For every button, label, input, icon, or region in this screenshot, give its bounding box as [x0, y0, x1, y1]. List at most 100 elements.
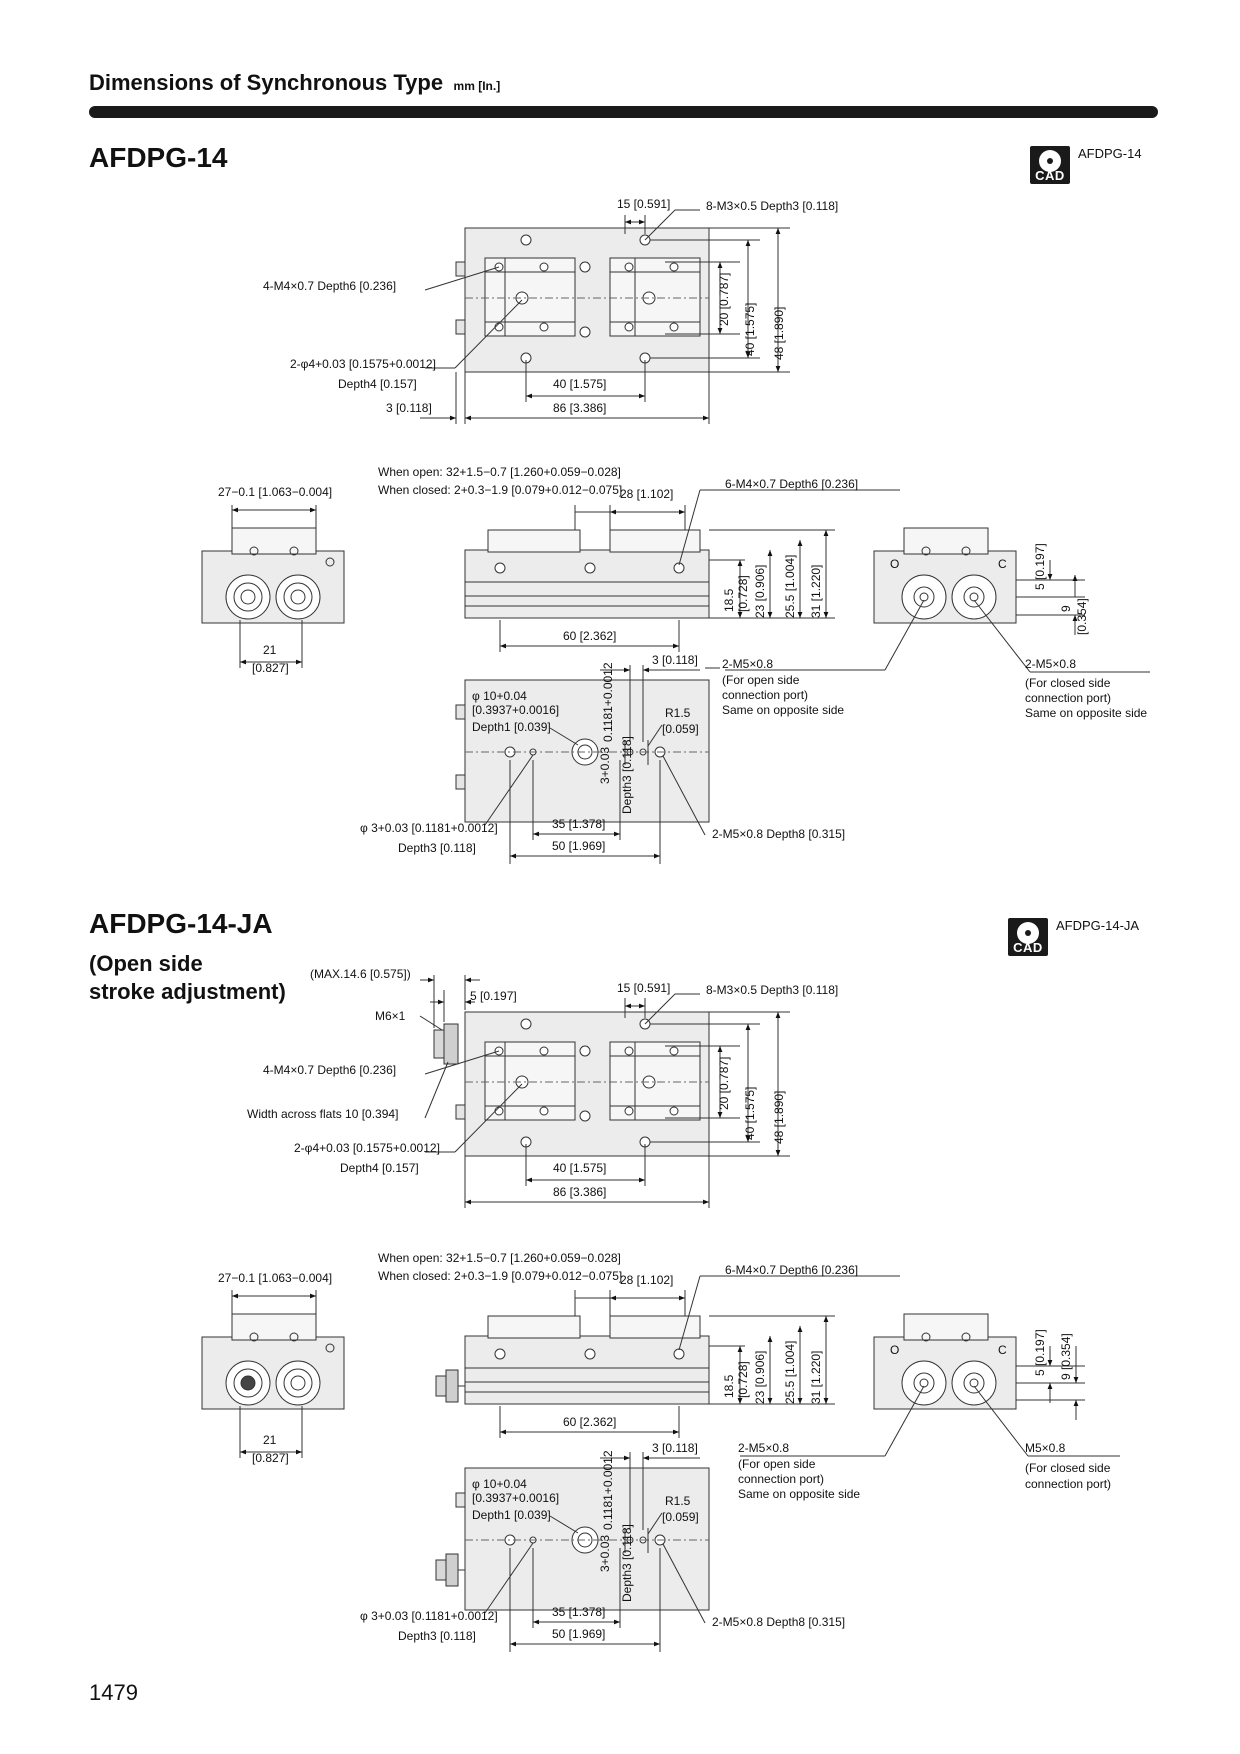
svg-text:Depth1 [0.039]: Depth1 [0.039]: [472, 1508, 551, 1522]
svg-text:φ 10+0.04: φ 10+0.04: [472, 689, 527, 703]
svg-text:0.1181+0.0012: 0.1181+0.0012: [601, 662, 615, 742]
svg-text:Width across flats 10 [0.394]: Width across flats 10 [0.394]: [247, 1107, 398, 1121]
svg-text:2-M5×0.8: 2-M5×0.8: [1025, 657, 1076, 671]
svg-text:25.5 [1.004]: 25.5 [1.004]: [783, 1341, 797, 1404]
left-view-1: [201, 505, 345, 668]
svg-text:4-M4×0.7 Depth6 [0.236]: 4-M4×0.7 Depth6 [0.236]: [263, 279, 396, 293]
cad-icon: CAD: [1030, 146, 1070, 184]
svg-text:O: O: [890, 1343, 899, 1357]
svg-text:40 [1.575]: 40 [1.575]: [553, 1161, 606, 1175]
svg-text:Same on opposite side: Same on opposite side: [722, 703, 844, 717]
svg-text:18.5: 18.5: [722, 588, 736, 612]
svg-text:2-φ4+0.03 [0.1575+0.0012]: 2-φ4+0.03 [0.1575+0.0012]: [290, 357, 436, 371]
front-view-1-labels: When open: 32+1.5−0.7 [1.260+0.059−0.028…: [378, 465, 858, 643]
svg-text:9 [0.354]: 9 [0.354]: [1059, 1333, 1073, 1380]
svg-text:connection port): connection port): [1025, 691, 1111, 705]
svg-text:connection port): connection port): [1025, 1477, 1111, 1491]
svg-text:28 [1.102]: 28 [1.102]: [620, 487, 673, 501]
svg-text:4-M4×0.7 Depth6 [0.236]: 4-M4×0.7 Depth6 [0.236]: [263, 1063, 396, 1077]
svg-text:27−0.1 [1.063−0.004]: 27−0.1 [1.063−0.004]: [218, 485, 332, 499]
svg-text:C: C: [998, 1343, 1007, 1357]
svg-text:R1.5: R1.5: [665, 706, 691, 720]
svg-text:R1.5: R1.5: [665, 1494, 691, 1508]
svg-text:M5×0.8: M5×0.8: [1025, 1441, 1066, 1455]
svg-text:15 [0.591]: 15 [0.591]: [617, 981, 670, 995]
svg-text:40 [1.575]: 40 [1.575]: [743, 1087, 757, 1140]
page-header: Dimensions of Synchronous Type mm [In.]: [89, 70, 500, 96]
cad-label-2: AFDPG-14-JA: [1056, 918, 1140, 933]
svg-text:Same on opposite side: Same on opposite side: [738, 1487, 860, 1501]
svg-text:3 [0.118]: 3 [0.118]: [386, 401, 432, 415]
section-title-1: AFDPG-14: [89, 142, 228, 173]
bottom-view-2: [435, 1452, 710, 1652]
header-rule: [89, 106, 1158, 118]
svg-text:40 [1.575]: 40 [1.575]: [553, 377, 606, 391]
svg-text:Depth3 [0.118]: Depth3 [0.118]: [398, 841, 476, 855]
page-number: 1479: [89, 1680, 138, 1705]
svg-text:[0.728]: [0.728]: [736, 575, 750, 612]
svg-text:27−0.1 [1.063−0.004]: 27−0.1 [1.063−0.004]: [218, 1271, 332, 1285]
svg-text:[0.3937+0.0016]: [0.3937+0.0016]: [472, 703, 559, 717]
top-view-1-labels: 15 [0.591] 8-M3×0.5 Depth3 [0.118] 4-M4×…: [263, 197, 838, 415]
svg-text:2-φ4+0.03 [0.1575+0.0012]: 2-φ4+0.03 [0.1575+0.0012]: [294, 1141, 440, 1155]
svg-text:[0.827]: [0.827]: [252, 661, 289, 675]
bottom-view-2-labels: 3 [0.118] φ 10+0.04 [0.3937+0.0016] Dept…: [360, 1441, 860, 1643]
svg-text:(For open side: (For open side: [738, 1457, 816, 1471]
svg-text:8-M3×0.5 Depth3 [0.118]: 8-M3×0.5 Depth3 [0.118]: [706, 983, 838, 997]
svg-text:connection port): connection port): [722, 688, 808, 702]
left-view-1-labels: 27−0.1 [1.063−0.004] 21 [0.827]: [218, 485, 332, 675]
cad-icon: CAD: [1008, 918, 1048, 956]
svg-text:31 [1.220]: 31 [1.220]: [809, 1351, 823, 1404]
svg-text:When open: 32+1.5−0.7 [1.260+0: When open: 32+1.5−0.7 [1.260+0.059−0.028…: [378, 465, 621, 479]
svg-text:M6×1: M6×1: [375, 1009, 406, 1023]
svg-text:48 [1.890]: 48 [1.890]: [772, 307, 786, 360]
right-view-2: [740, 1313, 1120, 1457]
front-view-2-labels: When open: 32+1.5−0.7 [1.260+0.059−0.028…: [378, 1251, 858, 1429]
svg-text:Same on opposite side: Same on opposite side: [1025, 706, 1147, 720]
svg-text:48 [1.890]: 48 [1.890]: [772, 1091, 786, 1144]
svg-text:[0.354]: [0.354]: [1075, 598, 1089, 635]
svg-text:6-M4×0.7 Depth6 [0.236]: 6-M4×0.7 Depth6 [0.236]: [725, 477, 858, 491]
svg-text:31 [1.220]: 31 [1.220]: [809, 565, 823, 618]
svg-text:21: 21: [263, 1433, 277, 1447]
svg-text:35 [1.378]: 35 [1.378]: [552, 817, 605, 831]
svg-text:(For closed side: (For closed side: [1025, 676, 1111, 690]
svg-text:23 [0.906]: 23 [0.906]: [753, 1351, 767, 1404]
svg-text:[0.3937+0.0016]: [0.3937+0.0016]: [472, 1491, 559, 1505]
left-view-2-labels: 27−0.1 [1.063−0.004] 21 [0.827]: [218, 1271, 332, 1465]
svg-text:20 [0.787]: 20 [0.787]: [717, 273, 731, 326]
cad-badge-2[interactable]: CAD: [1008, 918, 1048, 956]
svg-text:(For open side: (For open side: [722, 673, 800, 687]
svg-text:28 [1.102]: 28 [1.102]: [620, 1273, 673, 1287]
svg-text:3+0.03: 3+0.03: [598, 1535, 612, 1572]
svg-text:Depth1 [0.039]: Depth1 [0.039]: [472, 720, 551, 734]
svg-text:When open: 32+1.5−0.7 [1.260+0: When open: 32+1.5−0.7 [1.260+0.059−0.028…: [378, 1251, 621, 1265]
svg-text:2-M5×0.8 Depth8 [0.315]: 2-M5×0.8 Depth8 [0.315]: [712, 1615, 845, 1629]
svg-text:5 [0.197]: 5 [0.197]: [470, 989, 517, 1003]
svg-text:2-M5×0.8: 2-M5×0.8: [722, 657, 773, 671]
svg-text:40 [1.575]: 40 [1.575]: [743, 303, 757, 356]
svg-text:50 [1.969]: 50 [1.969]: [552, 839, 605, 853]
section-title-2: AFDPG-14-JA: [89, 908, 273, 939]
svg-text:25.5 [1.004]: 25.5 [1.004]: [783, 555, 797, 618]
cad-label-1: AFDPG-14: [1078, 146, 1142, 161]
right-view-2-labels: O C 5 [0.197] 9 [0.354] M5×0.8 (For close…: [890, 1329, 1111, 1491]
svg-text:When closed: 2+0.3−1.9 [0.079+: When closed: 2+0.3−1.9 [0.079+0.012−0.07…: [378, 1269, 622, 1283]
front-view-1: [464, 489, 900, 652]
svg-text:[0.059]: [0.059]: [662, 1510, 699, 1524]
top-view-1: [420, 209, 790, 424]
svg-text:[0.728]: [0.728]: [736, 1361, 750, 1398]
front-view-2: [435, 1275, 900, 1438]
svg-text:9: 9: [1059, 605, 1073, 612]
svg-text:Depth3 [0.118]: Depth3 [0.118]: [620, 1524, 634, 1602]
svg-text:5 [0.197]: 5 [0.197]: [1033, 1329, 1047, 1376]
cad-badge-1[interactable]: CAD: [1030, 146, 1070, 184]
svg-text:φ 3+0.03 [0.1181+0.0012]: φ 3+0.03 [0.1181+0.0012]: [360, 821, 498, 835]
svg-text:When closed: 2+0.3−1.9 [0.079+: When closed: 2+0.3−1.9 [0.079+0.012−0.07…: [378, 483, 622, 497]
svg-text:C: C: [998, 557, 1007, 571]
section-subtitle-2: (Open side stroke adjustment): [89, 951, 286, 1004]
svg-text:60 [2.362]: 60 [2.362]: [563, 629, 616, 643]
svg-text:(For closed side: (For closed side: [1025, 1461, 1111, 1475]
